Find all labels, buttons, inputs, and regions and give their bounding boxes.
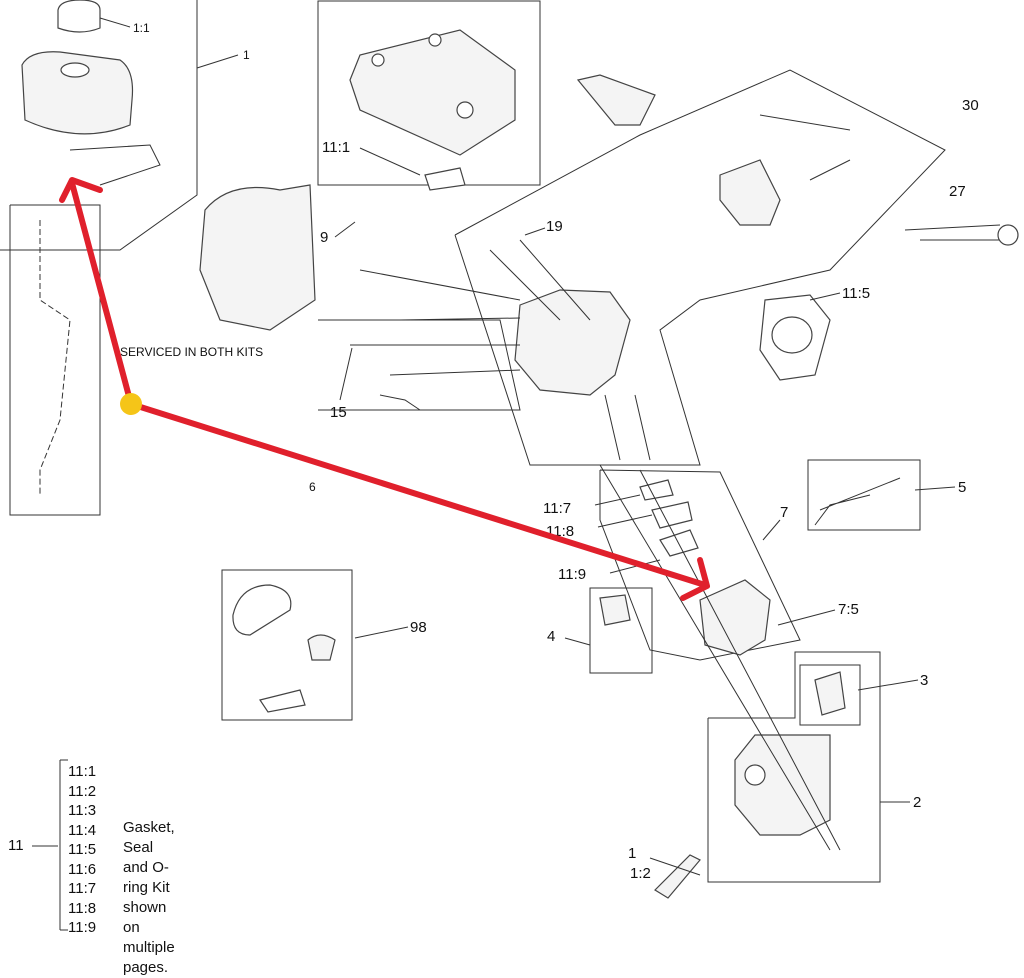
leader-lines: [32, 17, 956, 931]
callout-15: 15: [330, 404, 347, 421]
kit-item: 11:2: [68, 782, 97, 800]
callout-3: 3: [920, 672, 928, 689]
callout-4: 4: [547, 628, 555, 645]
rocker-assembly: [719, 159, 781, 226]
parts-diagram: 1:1 1 11:1 19 30 27 9 11:5 SERVICED IN B…: [0, 0, 1019, 931]
air-cleaner: [814, 671, 846, 716]
arrow-up-shaft: [69, 180, 134, 407]
callout-1-1: 1:1: [133, 21, 150, 35]
callout-6: 6: [309, 480, 316, 494]
callout-11-1: 11:1: [322, 139, 350, 156]
kit-parent-label: 11: [8, 837, 24, 854]
kit-item: 11:3: [68, 802, 97, 819]
callout-11-9: 11:9: [558, 566, 586, 583]
callout-1-bottom: 1: [628, 845, 636, 862]
red-arrow-annotation: [59, 177, 710, 601]
part-drawings: [21, 0, 1019, 899]
kit-item: 11:8: [68, 899, 97, 917]
arrow-up-head: [59, 177, 103, 203]
callout-98: 98: [410, 619, 427, 636]
arrow-right-shaft: [128, 401, 708, 588]
kit-item: 11:4: [68, 821, 97, 839]
kit-item: 11:9: [68, 919, 97, 936]
callout-1-2: 1:2: [630, 865, 651, 882]
kit-items: 11:1 11:2 11:3 11:4 11:5 11:6 11:7 11:8 …: [68, 762, 96, 938]
kit-item: 11:5: [68, 841, 97, 858]
fuel-shutoff: [599, 594, 631, 626]
callout-1: 1: [243, 48, 250, 62]
kit-item: 11:7: [68, 880, 97, 897]
gasket-11-7: [639, 479, 674, 501]
callout-19: 19: [546, 218, 563, 235]
kit-item: 11:1: [68, 763, 97, 780]
crankcase: [199, 184, 316, 331]
callout-30: 30: [962, 97, 979, 114]
kit-description-line: shown on multiple pages.: [123, 899, 175, 976]
serviced-note: SERVICED IN BOTH KITS: [120, 345, 263, 359]
carburetor: [699, 579, 771, 656]
callout-7-5: 7:5: [838, 601, 859, 618]
kit-description: Gasket, Seal and O-ring Kit shown on mul…: [123, 818, 175, 978]
gasket-11-1: [424, 167, 466, 191]
kit-item: 11:6: [68, 860, 97, 878]
air-cleaner-cover: [734, 734, 831, 836]
recoil-handle: [654, 854, 701, 899]
callout-7: 7: [780, 504, 788, 521]
origin-marker: [120, 393, 142, 415]
cylinder-head: [514, 289, 631, 396]
arrow-right-head: [680, 557, 710, 601]
callout-9: 9: [320, 229, 328, 246]
callout-27: 27: [949, 183, 966, 200]
kit-description-line: Gasket, Seal and O-ring Kit: [123, 819, 175, 896]
callout-2: 2: [913, 794, 921, 811]
callout-labels: 1:1 1 11:1 19 30 27 9 11:5 SERVICED IN B…: [120, 21, 979, 882]
callout-11-7: 11:7: [543, 500, 571, 517]
gasket-11-8: [651, 501, 693, 529]
fuel-cap: [57, 0, 101, 33]
valve-cover: [349, 29, 516, 156]
callout-5: 5: [958, 479, 966, 496]
fuel-tank: [21, 51, 134, 135]
callout-11-5: 11:5: [842, 285, 870, 302]
gasket-98: [232, 584, 292, 636]
